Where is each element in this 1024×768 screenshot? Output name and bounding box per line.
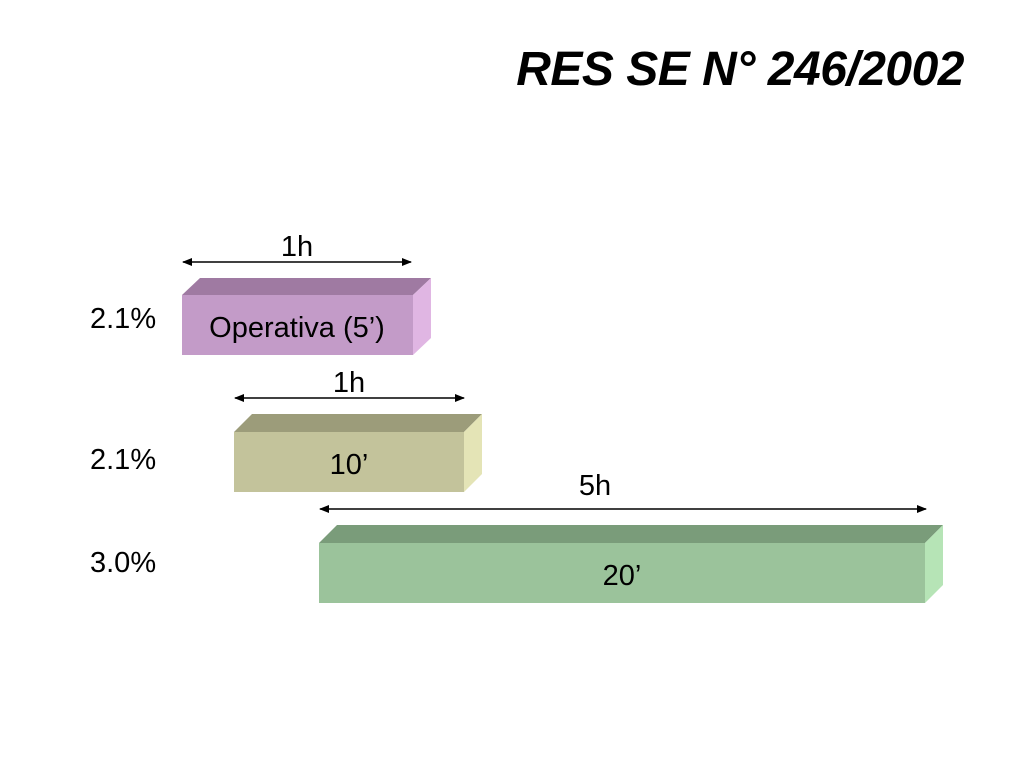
bar-label: 10’: [330, 449, 369, 481]
row-percent-label: 2.1%: [90, 444, 156, 476]
bar-tertiary: 20’: [319, 525, 943, 603]
bar-primary: Operativa (5’): [182, 278, 431, 355]
bar-front-face: [319, 543, 925, 603]
duration-label: 1h: [281, 231, 313, 263]
bar-top-face: [234, 414, 482, 432]
bar-top-face: [182, 278, 431, 295]
row-percent-label: 2.1%: [90, 303, 156, 335]
bar-top-face: [319, 525, 943, 543]
bar-secondary: 10’: [234, 414, 482, 492]
row-primary: 2.1% 1h Operativa (5’): [90, 231, 431, 355]
bar-side-face: [925, 525, 943, 603]
row-tertiary: 3.0% 5h 20’: [90, 470, 943, 603]
bar-front-face: [182, 295, 413, 355]
duration-label: 1h: [333, 367, 365, 399]
duration-label: 5h: [579, 470, 611, 502]
bar-side-face: [413, 278, 431, 355]
bar-front-face: [234, 432, 464, 492]
bar-label: Operativa (5’): [209, 312, 385, 344]
row-percent-label: 3.0%: [90, 547, 156, 579]
bar-label: 20’: [603, 560, 642, 592]
bar-side-face: [464, 414, 482, 492]
row-secondary: 2.1% 1h 10’: [90, 367, 482, 492]
slide-title: RES SE N° 246/2002: [516, 43, 964, 96]
